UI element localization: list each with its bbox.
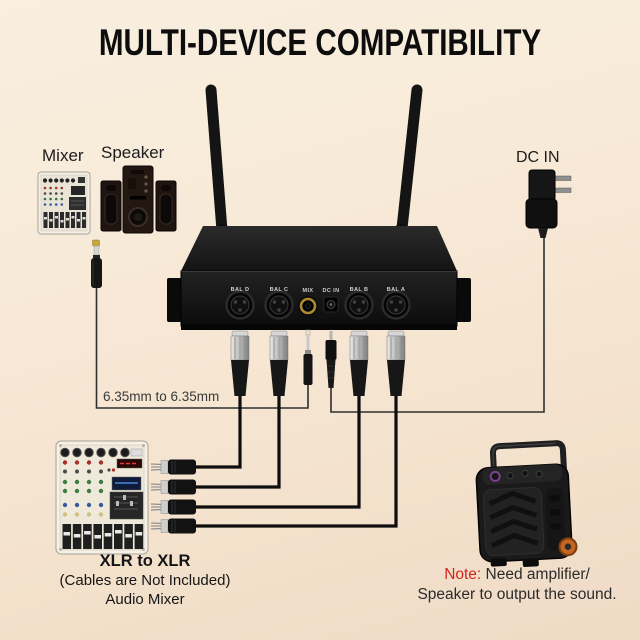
trolley-speaker-image	[475, 440, 578, 567]
page-title: MULTI-DEVICE COMPATIBILITY	[98, 22, 542, 63]
port-label-bal-b: BAL B	[350, 287, 369, 293]
xlr-cable-1	[196, 394, 242, 469]
audio-mixer-line: Audio Mixer	[105, 591, 185, 608]
male-xlr-plugs	[150, 459, 196, 534]
cables	[95, 230, 545, 528]
jack-cable	[95, 288, 309, 409]
hanging-connectors	[230, 329, 406, 396]
port-bal-c: BAL C	[264, 287, 294, 320]
port-mix-jack: MIX	[298, 288, 318, 316]
dc-adapter	[525, 169, 572, 238]
xlr-female-connector	[386, 330, 406, 396]
port-bal-b: BAL B	[344, 287, 374, 320]
xlr-to-xlr-heading: XLR to XLR	[99, 552, 191, 570]
dc-in-label: DC IN	[516, 149, 560, 166]
receiver-ear-left	[167, 278, 182, 322]
xlr-female-connector	[269, 330, 289, 396]
port-label-bal-c: BAL C	[270, 287, 289, 293]
note-line-1: Note: Need amplifier/	[398, 565, 636, 585]
receiver-unit: BAL D BAL C MIX DC IN	[167, 84, 471, 330]
audio-mixer-image	[55, 440, 149, 555]
port-label-bal-d: BAL D	[231, 287, 250, 293]
xlr-cable-3	[196, 394, 361, 509]
port-label-dc-in: DC IN	[323, 288, 340, 294]
bottom-left-caption: XLR to XLR (Cables are Not Included) Aud…	[30, 551, 260, 609]
speaker-label: Speaker	[101, 143, 165, 162]
jack-plug-top-left	[91, 239, 102, 288]
mixer-label: Mixer	[42, 146, 84, 165]
dc-cable	[330, 230, 545, 413]
note-text: Need amplifier/	[481, 566, 590, 583]
port-bal-a: BAL A	[381, 287, 411, 320]
receiver-ear-right	[456, 278, 471, 322]
xlr-female-connector	[349, 330, 369, 396]
xlr-cable-2	[196, 394, 281, 489]
adapter-prong	[553, 175, 572, 181]
note-caption: Note: Need amplifier/ Speaker to output …	[398, 565, 636, 605]
xlr-cable-4	[196, 394, 398, 528]
note-line-2: Speaker to output the sound.	[417, 586, 617, 603]
note-prefix: Note:	[444, 566, 482, 583]
mixer-xlr-inputs	[60, 447, 143, 458]
jack-cable-label: 6.35mm to 6.35mm	[103, 389, 220, 404]
thumbnail-faders	[43, 212, 86, 228]
cables-not-included-line: (Cables are Not Included)	[59, 572, 231, 589]
port-label-bal-a: BAL A	[387, 287, 406, 293]
speaker-set	[100, 165, 177, 234]
xlr-male-plug	[150, 459, 196, 475]
receiver-front-panel	[180, 270, 458, 327]
adapter-prong	[553, 187, 572, 193]
mixer-thumbnail	[37, 171, 91, 235]
port-bal-d: BAL D	[225, 287, 255, 320]
xlr-male-plug	[150, 499, 196, 515]
port-label-mix: MIX	[303, 288, 314, 294]
mixer-faders	[62, 524, 144, 549]
dc-power-plug	[325, 331, 337, 388]
xlr-male-plug	[150, 479, 196, 495]
receiver-top	[181, 226, 457, 271]
receiver-bottom-lip	[181, 324, 457, 330]
xlr-male-plug	[150, 518, 196, 534]
xlr-female-connector	[230, 330, 250, 396]
port-dc-in: DC IN	[323, 288, 340, 313]
jack-plug-small	[303, 329, 313, 385]
